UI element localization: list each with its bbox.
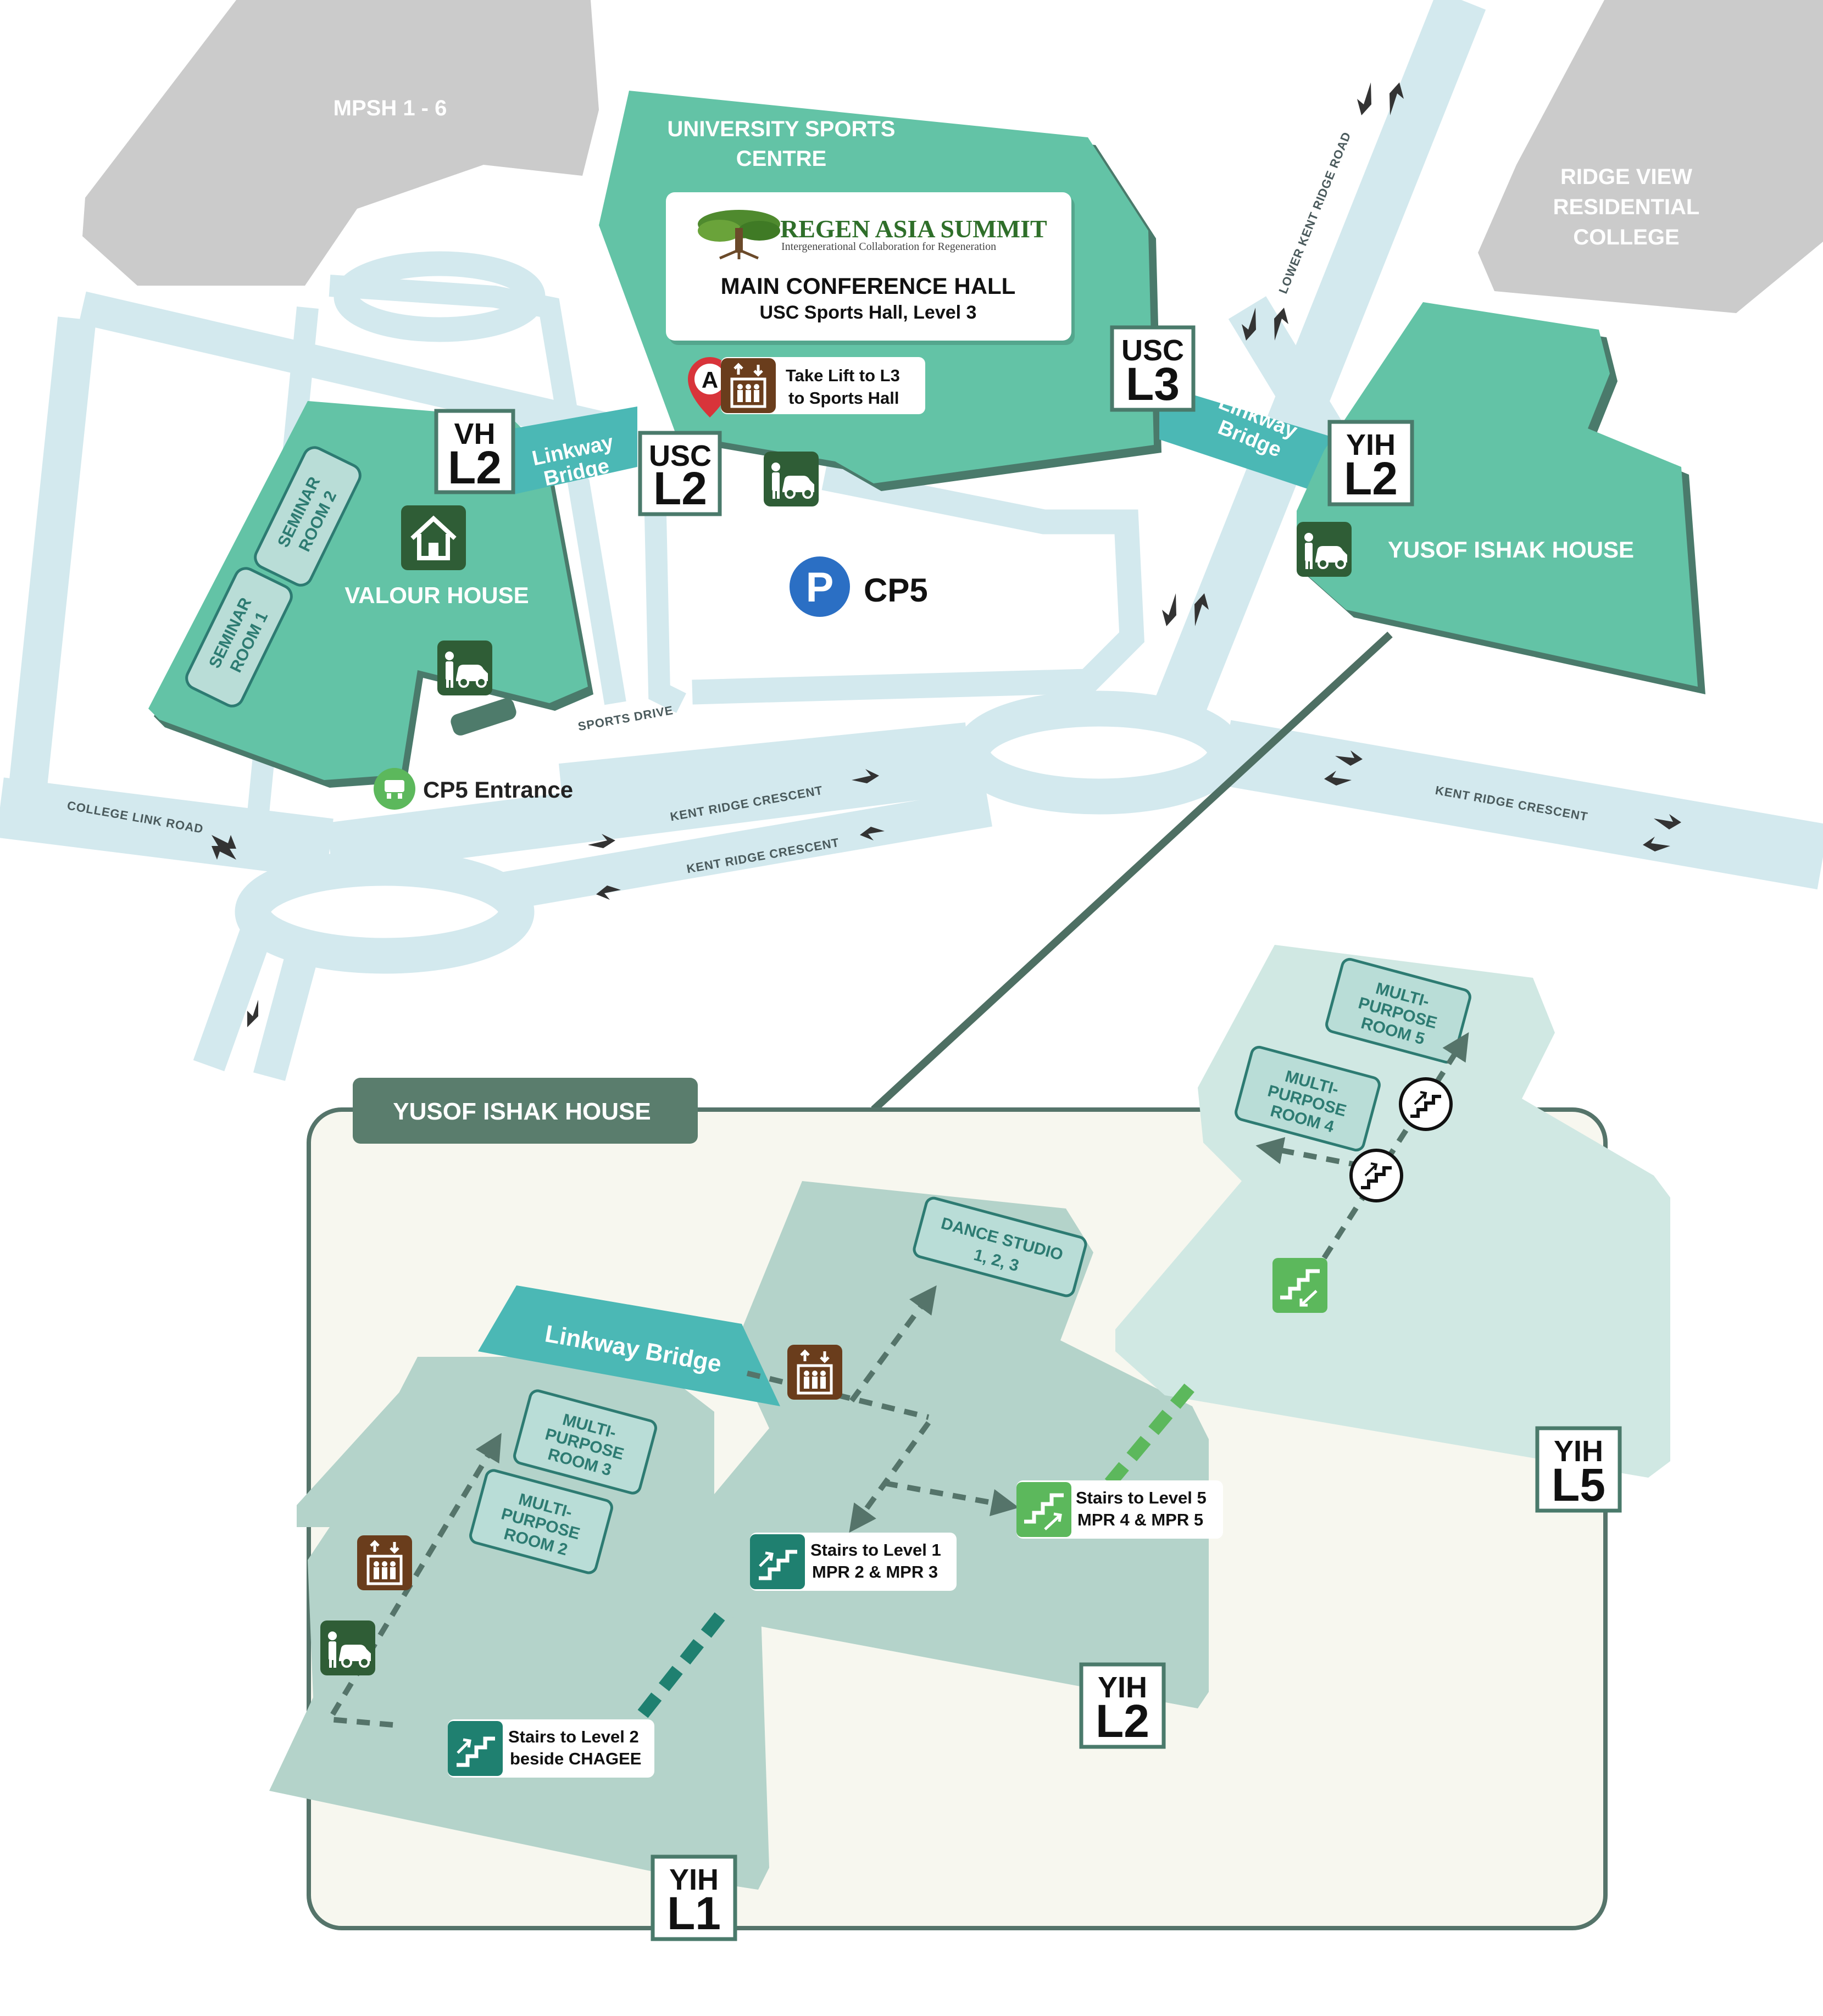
svg-text:beside CHAGEE: beside CHAGEE <box>510 1749 641 1768</box>
drop-off-icon <box>1296 521 1353 578</box>
mpsh-label: MPSH 1 - 6 <box>334 96 447 120</box>
road-network <box>0 0 1823 1081</box>
escalator-l1-l2 <box>637 1605 731 1718</box>
ridge-view-label-1: RIDGE VIEW <box>1560 165 1692 189</box>
badge-vh-l2: VH L2 <box>434 409 515 494</box>
parking-gate <box>451 698 516 736</box>
svg-text:to Sports Hall: to Sports Hall <box>788 388 899 408</box>
mpr-2: MULTI- PURPOSE ROOM 2 <box>469 1469 613 1574</box>
dance-studio: DANCE STUDIO 1, 2, 3 <box>913 1196 1087 1297</box>
linkway-bridge-floorplan <box>478 1285 780 1406</box>
yih-l1-upper <box>297 1384 494 1527</box>
sports-drive-label: SPORTS DRIVE <box>577 703 674 733</box>
escalator-l2-l5 <box>1104 1380 1198 1488</box>
svg-text:VH: VH <box>454 417 495 450</box>
drop-off-icon <box>763 450 820 508</box>
lift-icon <box>787 1345 842 1400</box>
usc-label-2: CENTRE <box>736 147 826 171</box>
valour-house-label: VALOUR HOUSE <box>344 582 529 608</box>
conference-card: REGEN ASIA SUMMIT Intergenerational Coll… <box>666 192 1075 345</box>
tree-logo-icon <box>698 210 780 260</box>
svg-text:L1: L1 <box>667 1887 721 1939</box>
svg-text:L2: L2 <box>1096 1695 1149 1747</box>
lift-icon <box>357 1535 412 1590</box>
lift-icon <box>721 358 776 413</box>
mpr-3: MULTI- PURPOSE ROOM 3 <box>513 1389 657 1495</box>
badge-usc-l3: USC L3 <box>1110 325 1196 412</box>
svg-text:MPR 2 & MPR 3: MPR 2 & MPR 3 <box>812 1562 938 1581</box>
escalator-icon <box>1351 1150 1402 1201</box>
svg-text:Stairs to Level 1: Stairs to Level 1 <box>810 1540 941 1560</box>
hall-location: USC Sports Hall, Level 3 <box>760 302 977 323</box>
ridge-view-label-2: RESIDENTIAL <box>1553 195 1700 219</box>
connector-line <box>871 631 1393 1113</box>
floorplan-title: YUSOF ISHAK HOUSE <box>353 1078 698 1144</box>
usc-label-1: UNIVERSITY SPORTS <box>668 117 896 141</box>
drop-off-icon <box>436 639 493 697</box>
parking-icon: P <box>786 553 853 620</box>
roundabout-top <box>334 251 546 342</box>
stairs-up-icon <box>1016 1482 1071 1537</box>
badge-yih-l1: YIH L1 <box>651 1855 737 1941</box>
linkway-bridge-right <box>1159 385 1341 500</box>
linkway-bridge-left <box>514 406 637 494</box>
yih-building <box>1297 302 1698 687</box>
svg-text:L2: L2 <box>448 442 502 493</box>
stairs-up-icon <box>448 1721 503 1776</box>
svg-text:YIH: YIH <box>1346 428 1396 461</box>
building-icon <box>401 505 466 570</box>
summit-tagline: Intergenerational Collaboration for Rege… <box>781 241 996 253</box>
svg-text:L5: L5 <box>1552 1459 1605 1511</box>
traffic-arrows <box>212 82 1681 1027</box>
yih-label: YUSOF ISHAK HOUSE <box>1388 537 1634 563</box>
stairs-down-icon <box>1272 1258 1327 1313</box>
svg-text:YIH: YIH <box>669 1863 719 1896</box>
svg-text:USC: USC <box>649 439 712 472</box>
badge-yih-l2: YIH L2 <box>1079 1662 1166 1749</box>
badge-yih-l2-top: YIH L2 <box>1327 420 1414 506</box>
svg-text:A: A <box>702 367 718 393</box>
svg-text:MPR 4 & MPR 5: MPR 4 & MPR 5 <box>1077 1510 1203 1529</box>
roundabout-right <box>954 690 1243 815</box>
stairs-l5-callout: Stairs to Level 5 MPR 4 & MPR 5 <box>1016 1480 1223 1539</box>
cp5-entrance-label: CP5 Entrance <box>423 777 573 803</box>
svg-text:YUSOF ISHAK HOUSE: YUSOF ISHAK HOUSE <box>393 1098 651 1125</box>
svg-text:USC: USC <box>1121 334 1184 367</box>
svg-text:YIH: YIH <box>1554 1435 1603 1468</box>
svg-text:L2: L2 <box>1344 453 1398 504</box>
badge-usc-l2: USC L2 <box>638 431 722 516</box>
mpr-5: MULTI- PURPOSE ROOM 5 <box>1325 957 1471 1064</box>
ridge-view-label-3: COLLEGE <box>1573 225 1679 249</box>
svg-text:L2: L2 <box>653 463 707 514</box>
badge-yih-l5: YIH L5 <box>1535 1426 1622 1513</box>
hall-title: MAIN CONFERENCE HALL <box>721 273 1016 299</box>
lift-callout: Take Lift to L3 to Sports Hall <box>721 357 925 414</box>
stairs-l1-callout: Stairs to Level 1 MPR 2 & MPR 3 <box>750 1533 957 1591</box>
roundabout-left <box>235 850 535 974</box>
svg-text:Stairs to Level 5: Stairs to Level 5 <box>1076 1488 1207 1507</box>
svg-text:Stairs to Level 2: Stairs to Level 2 <box>508 1727 639 1746</box>
svg-text:L3: L3 <box>1126 358 1180 410</box>
svg-text:YIH: YIH <box>1098 1671 1147 1704</box>
cp5-entrance-icon <box>374 768 415 810</box>
ridge-view-building <box>1478 0 1823 313</box>
stairs-l2-callout: Stairs to Level 2 beside CHAGEE <box>448 1719 654 1778</box>
summit-title: REGEN ASIA SUMMIT <box>780 215 1047 243</box>
svg-text:Take Lift to L3: Take Lift to L3 <box>786 366 900 385</box>
escalator-icon <box>1400 1079 1451 1129</box>
stairs-down-icon <box>750 1534 805 1589</box>
mpsh-building <box>82 0 599 286</box>
svg-text:P: P <box>806 564 834 611</box>
mpr-4: MULTI- PURPOSE ROOM 4 <box>1235 1045 1381 1152</box>
cp5-label: CP5 <box>864 572 928 609</box>
drop-off-icon <box>319 1619 376 1677</box>
